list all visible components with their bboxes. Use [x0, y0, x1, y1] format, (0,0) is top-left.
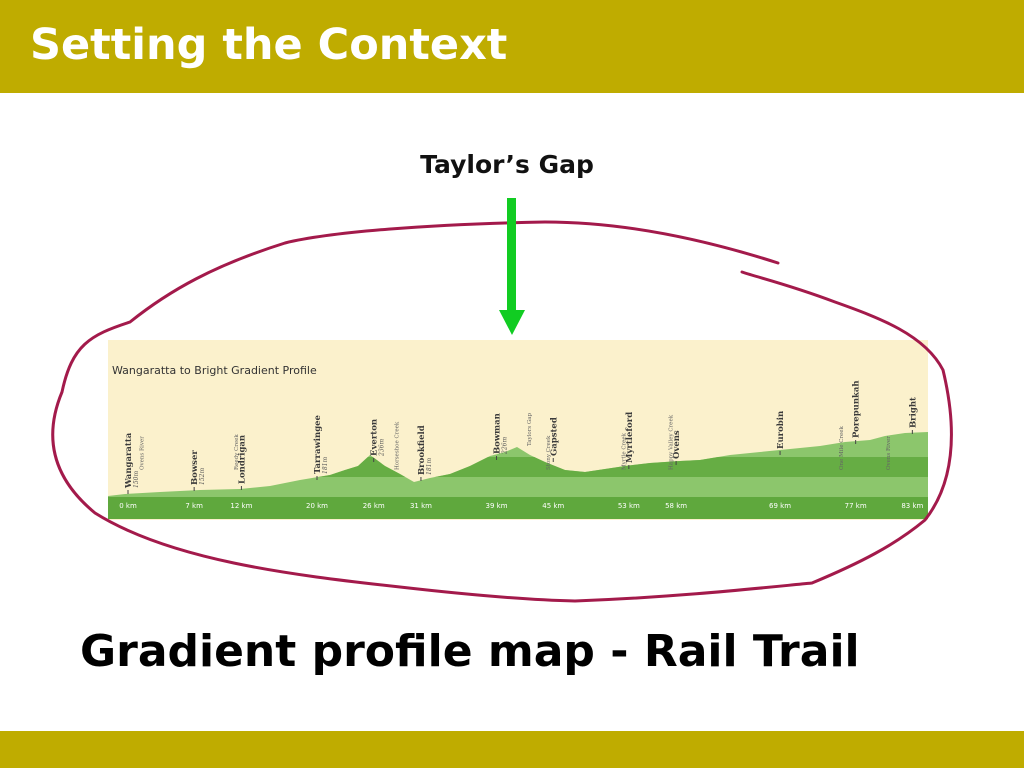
town-altitude: 181m	[322, 457, 329, 474]
feature-name: Myrtle Creek	[621, 432, 627, 470]
feature-label: Horseshoe Creek	[395, 421, 401, 470]
slide-caption: Gradient profile map - Rail Trail	[80, 626, 860, 677]
feature-name: Ovens River	[139, 436, 145, 470]
feature-name: Happy Valley Creek	[669, 414, 675, 470]
header-bar	[0, 0, 1024, 93]
distance-axis: 0 km 7 km 12 km 20 km 26 km 31 km 39 km 45 km 53…	[119, 502, 923, 510]
feature-name: Reedy Creek	[234, 434, 240, 470]
distance-tick-label: 26 km	[363, 502, 385, 510]
town-label: Myrtleford	[625, 412, 635, 463]
town-name: Everton	[370, 419, 380, 456]
distance-tick-label: 0 km	[119, 502, 137, 510]
feature-label: One Mile Creek	[839, 425, 845, 470]
feature-label: Taylors Gap	[527, 412, 533, 446]
feature-label: Ovens River	[139, 436, 145, 470]
town-name: Bowser	[190, 450, 200, 485]
feature-label: Reedy Creek	[234, 434, 240, 470]
distance-tick-label: 58 km	[665, 502, 687, 510]
distance-tick-label: 77 km	[845, 502, 867, 510]
town-altitude: 236m	[379, 439, 386, 457]
distance-tick-label: 69 km	[769, 502, 791, 510]
feature-name: One Mile Creek	[839, 425, 845, 470]
town-label: Porepunkah	[852, 380, 862, 438]
distance-band	[108, 497, 928, 519]
feature-label: Ovens River	[886, 436, 892, 470]
callout-arrow	[499, 198, 525, 335]
town-name: Bowman	[493, 413, 503, 454]
town-name: Tarrawingee	[313, 414, 323, 474]
feature-label: Happy Valley Creek	[669, 414, 675, 470]
callout-label: Taylor’s Gap	[420, 150, 594, 179]
feature-label: Myrtle Creek	[621, 432, 627, 470]
distance-tick-label: 53 km	[618, 502, 640, 510]
distance-tick-label: 83 km	[901, 502, 923, 510]
feature-name: Ovens River	[886, 436, 892, 470]
annotation-loop	[51, 220, 953, 603]
distance-tick-label: 31 km	[410, 502, 432, 510]
town-name: Eurobin	[776, 411, 786, 449]
footer-bar	[0, 731, 1024, 768]
distance-tick-label: 12 km	[230, 502, 252, 510]
feature-name: Taylors Gap	[527, 412, 533, 446]
feature-name: Horseshoe Creek	[395, 421, 401, 470]
town-name: Londrigan	[237, 435, 247, 484]
town-label: Londrigan	[237, 435, 247, 484]
town-altitude: 226m	[502, 437, 509, 455]
town-altitude: 152m	[199, 468, 206, 485]
town-altitude: 150m	[133, 471, 140, 488]
town-name: Ovens	[672, 430, 682, 459]
town-name: Bright	[908, 397, 918, 428]
town-name: Wangaratta	[124, 432, 134, 489]
town-label: Bright	[908, 397, 918, 428]
feature-label: Stony Creek	[546, 435, 552, 470]
distance-tick-label: 39 km	[486, 502, 508, 510]
distance-tick-label: 7 km	[185, 502, 203, 510]
feature-labels: Ovens River Reedy Creek Horseshoe Creek Tay…	[139, 412, 892, 470]
town-altitude: 181m	[426, 458, 433, 475]
feature-name: Stony Creek	[546, 435, 552, 470]
town-label: Gapsted	[549, 417, 559, 456]
gradient-profile-map: Wangaratta to Bright Gradient Profile 0 …	[108, 340, 928, 520]
town-label: Ovens	[672, 430, 682, 459]
town-name: Porepunkah	[852, 380, 862, 438]
town-name: Gapsted	[549, 417, 559, 456]
slide-title: Setting the Context	[30, 20, 508, 70]
town-label: Eurobin	[776, 411, 786, 449]
distance-tick-label: 45 km	[542, 502, 564, 510]
profile-title: Wangaratta to Bright Gradient Profile	[112, 364, 317, 377]
distance-tick-label: 20 km	[306, 502, 328, 510]
town-name: Brookfield	[417, 425, 427, 475]
town-name: Myrtleford	[625, 412, 635, 463]
